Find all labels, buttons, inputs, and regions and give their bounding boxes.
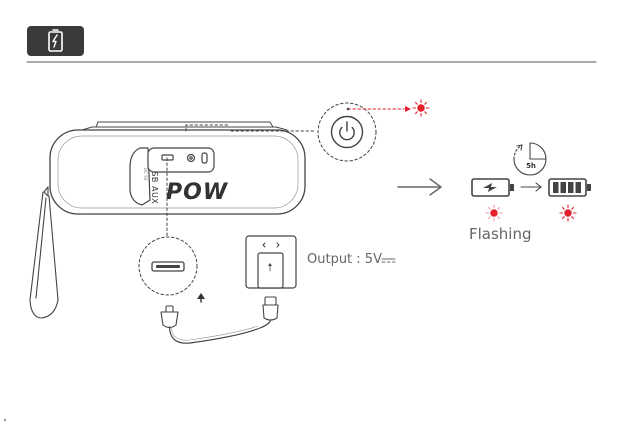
usb-a-plug — [263, 297, 278, 320]
duration-label: 5h — [526, 162, 536, 170]
flashing-led-indicator — [486, 205, 502, 221]
power-button-callout — [318, 103, 411, 161]
insert-arrow — [197, 293, 205, 299]
brand-logo: POW — [166, 180, 229, 205]
header-badge — [27, 26, 84, 56]
solid-led-indicator — [560, 205, 576, 221]
battery-full-state — [549, 179, 591, 196]
dc-5v-label: DC 5V — [143, 168, 148, 181]
power-icon — [340, 122, 354, 140]
usb-cable — [170, 320, 271, 343]
micro-usb-plug — [161, 306, 178, 328]
output-label: Output : 5V — [307, 253, 382, 266]
battery-charging-state — [472, 179, 514, 196]
clock-icon — [514, 143, 546, 175]
flashing-label: Flashing — [469, 227, 532, 242]
wall-adapter — [246, 236, 296, 288]
wrist-strap — [30, 187, 58, 318]
process-arrow — [398, 179, 441, 195]
dc-symbol — [382, 259, 395, 262]
power-led-indicator — [413, 100, 429, 116]
micro-usb-port-callout — [139, 237, 197, 295]
speaker: USB AUX DC 5V POW — [50, 122, 305, 214]
